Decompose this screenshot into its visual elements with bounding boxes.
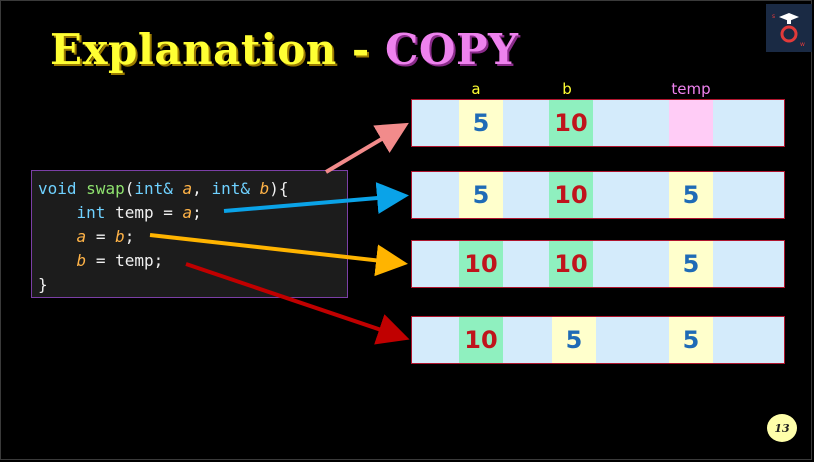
title-accent: COPY [384,25,519,74]
var-label-b: b [562,80,572,98]
var-label-a: a [471,80,481,98]
title-separator: - [336,25,385,74]
cell-temp: 5 [669,241,713,287]
cell-a: 10 [459,241,503,287]
slide-title: Explanation - COPY [50,26,519,74]
code-block: void swap(int& a, int& b){ int temp = a;… [31,170,348,298]
cell-b: 10 [549,172,593,218]
memory-row-4: 10 5 5 [411,316,785,364]
memory-row-2: 5 10 5 [411,171,785,219]
svg-text:s: s [772,13,775,20]
code-line-4: b = temp; [76,251,164,270]
title-main: Explanation [50,25,337,74]
memory-row-3: 10 10 5 [411,240,785,288]
graduation-cap-logo-icon: s w [766,4,812,52]
code-line-5: } [38,275,48,294]
svg-text:w: w [800,41,805,48]
page-number: 13 [767,414,797,442]
cell-temp: 5 [669,172,713,218]
cell-b: 5 [552,317,596,363]
cell-a: 5 [459,100,503,146]
cell-b: 10 [549,100,593,146]
var-label-temp: temp [671,80,711,98]
cell-temp: 5 [669,317,713,363]
memory-row-1: 5 10 [411,99,785,147]
cell-temp [669,100,713,146]
code-line-1: void swap(int& a, int& b){ [38,179,289,198]
cell-b: 10 [549,241,593,287]
code-line-2: int temp = a; [76,203,202,222]
cell-a: 5 [459,172,503,218]
cell-a: 10 [459,317,503,363]
code-line-3: a = b; [76,227,135,246]
